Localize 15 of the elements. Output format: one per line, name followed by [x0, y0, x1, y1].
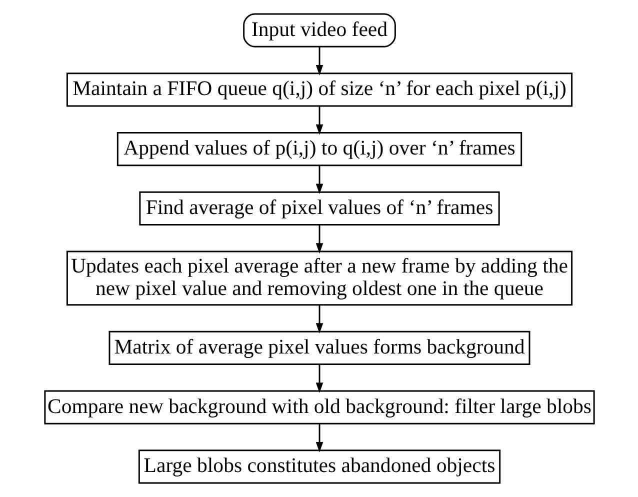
node-box: Matrix of average pixel values forms background: [108, 330, 530, 365]
arrow: [315, 106, 323, 135]
node-box: Large blobs constitutes abandoned objects: [138, 450, 500, 484]
arrow: [315, 424, 323, 452]
node-box: Compare new background with old background: filter large blobs: [44, 390, 594, 424]
node-box: Updates each pixel average after a new frame by adding the new pixel value and removing oldest one in the queue: [66, 250, 572, 306]
node-box: Maintain a FIFO queue q(i,j) of size ‘n’ for each pixel p(i,j): [66, 72, 572, 107]
node-box: Append values of p(i,j) to q(i,j) over ‘n’ frames: [116, 132, 522, 166]
arrow: [315, 364, 323, 394]
node-box: Find average of pixel values of ‘n’ frames: [138, 191, 500, 226]
arrow: [315, 304, 323, 334]
arrow: [315, 47, 323, 76]
arrow: [315, 225, 323, 254]
arrow: [315, 166, 323, 194]
node-box: Input video feed: [242, 13, 396, 48]
